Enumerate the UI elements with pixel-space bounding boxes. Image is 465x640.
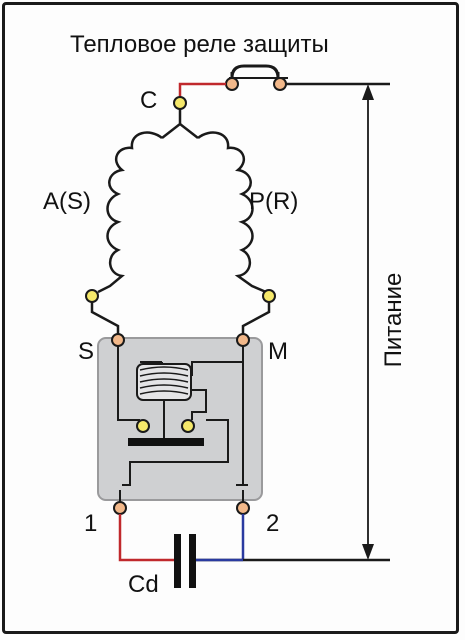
relay-contact-right [181,419,195,433]
wire-run-to-m [241,302,271,334]
relay-armature-bar [128,438,204,446]
capacitor-plate-left [174,534,181,588]
relay-contact-left [136,419,150,433]
label-terminal-2: 2 [266,510,280,537]
wire-1-to-capacitor [118,514,176,562]
wire-c-split-right [179,123,199,139]
start-winding-end-terminal [85,289,99,303]
thermal-relay-terminal-left [225,77,239,91]
label-c: C [140,87,158,114]
terminal-c [173,96,187,110]
label-s: S [78,338,95,365]
diagram-border [2,2,459,634]
terminal-m [236,333,250,347]
label-m: M [268,338,288,365]
relay-internal-wiring [117,346,248,486]
label-capacitor: Cd [128,571,159,598]
thermal-relay-terminal-right [273,77,287,91]
relay-solenoid-windings [139,366,189,395]
terminal-s [111,333,125,347]
label-run-winding: P(R) [249,188,299,215]
capacitor-plate-right [189,534,196,588]
terminal-1 [113,501,127,515]
thermal-relay-contact [229,64,288,79]
run-winding-coil [197,131,267,294]
power-arrow-bottom [362,544,374,560]
wire-start-to-s [90,302,120,334]
wire-c-split-left [161,109,182,139]
power-arrow-top [362,84,374,100]
wire-c-to-thermal-relay [178,82,226,100]
label-terminal-1: 1 [84,510,98,537]
label-power: Питание [380,272,407,368]
terminal-2 [236,501,250,515]
run-winding-end-terminal [262,289,276,303]
thermal-relay-title: Тепловое реле защиты [70,31,329,58]
start-winding-coil [97,131,163,294]
label-start-winding: A(S) [43,188,91,215]
